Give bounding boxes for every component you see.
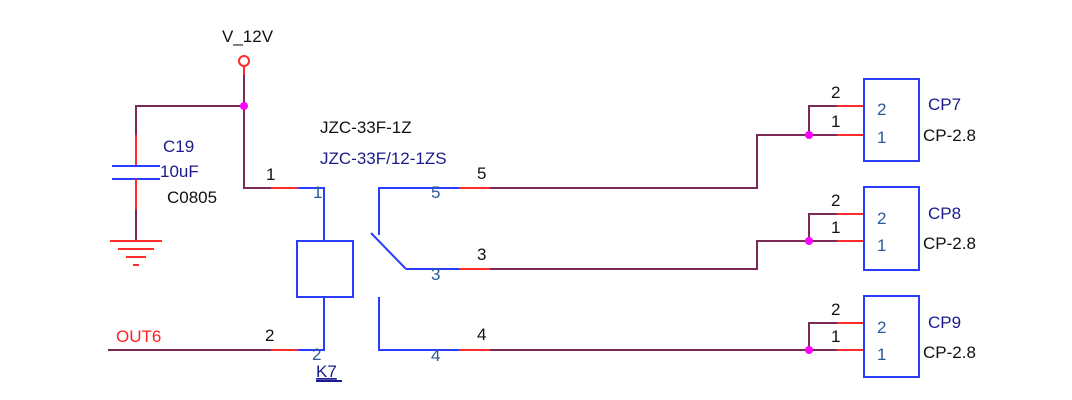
power-port-v12v[interactable]: V_12V [222,27,274,75]
relay-value: JZC-33F/12-1ZS [320,149,447,168]
connector-ref: CP9 [928,313,961,332]
power-net-label: V_12V [222,27,274,46]
wire-outputs[interactable] [490,105,837,354]
pin-number: 1 [877,345,886,364]
pin-number: 5 [431,183,440,202]
pin-number: 3 [431,265,440,284]
pin-label: 1 [831,327,840,346]
connector-ref: CP7 [928,95,961,114]
power-circle-icon [238,55,250,67]
net-label-out6: OUT6 [116,327,161,346]
pin-label: 5 [477,164,486,183]
junction-dot [805,131,813,139]
connector-cp9[interactable]: 2 1 2 1 CP9 CP-2.8 [831,295,976,378]
relay-ref: K7 [316,362,337,381]
cap-footprint: C0805 [167,188,217,207]
pin-number: 2 [877,100,886,119]
pin-number: 4 [431,346,440,365]
junction-dot [240,102,248,110]
connector-cp7[interactable]: 2 1 2 1 CP7 CP-2.8 [831,78,976,162]
pin-label: 1 [831,218,840,237]
relay-k7[interactable]: JZC-33F-1Z JZC-33F/12-1ZS 1 1 2 2 K7 5 5… [265,118,490,382]
cap-value: 10uF [160,162,199,181]
pin-label: 2 [265,326,274,345]
connector-ref: CP8 [928,204,961,223]
pin-number: 2 [877,209,886,228]
cap-ref: C19 [163,137,194,156]
pin-label: 3 [477,245,486,264]
connector-value: CP-2.8 [923,234,976,253]
relay-part: JZC-33F-1Z [320,118,412,137]
pin-number: 2 [312,345,321,364]
net-out6[interactable]: OUT6 [108,327,271,351]
pin-label: 1 [266,165,275,184]
junction-dot [805,346,813,354]
pin-number: 1 [313,183,322,202]
connector-cp8[interactable]: 2 1 2 1 CP8 CP-2.8 [831,186,976,271]
pin-number: 2 [877,318,886,337]
connector-value: CP-2.8 [923,126,976,145]
pin-number: 1 [877,128,886,147]
ground-icon [110,240,162,266]
pin-number: 1 [877,236,886,255]
pin-label: 2 [831,83,840,102]
connector-value: CP-2.8 [923,343,976,362]
capacitor-c19[interactable]: C19 10uF C0805 [112,135,217,241]
relay-coil [296,240,354,298]
wire-power[interactable] [135,75,271,189]
pin-label: 1 [831,112,840,131]
junction-dot [805,237,813,245]
pin-label: 2 [831,300,840,319]
pin-label: 2 [831,191,840,210]
pin-label: 4 [477,325,486,344]
